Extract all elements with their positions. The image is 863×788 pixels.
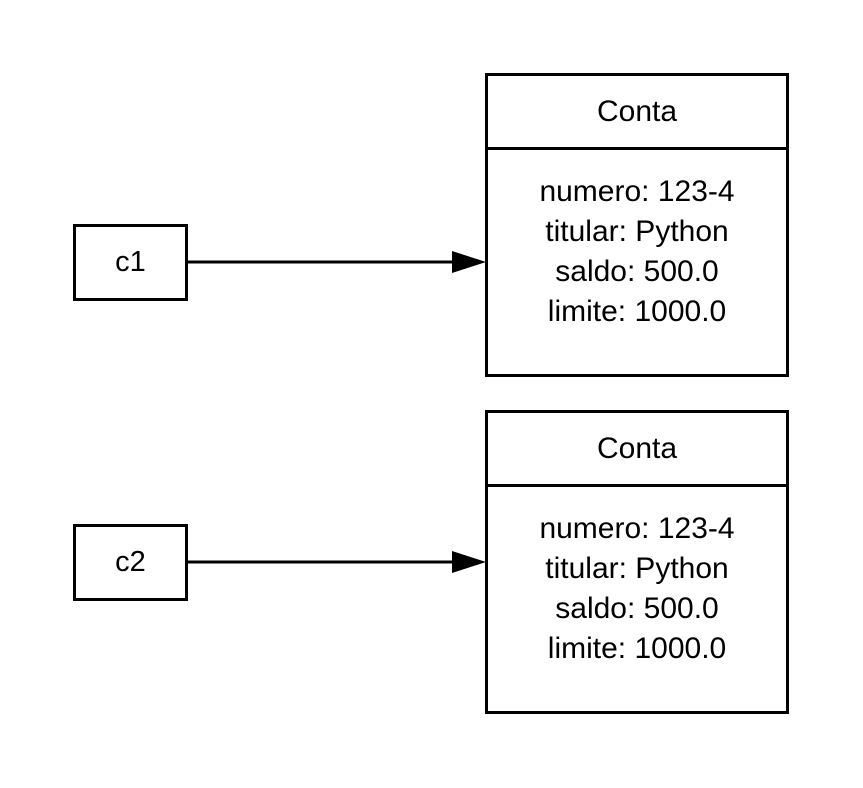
attribute-limite: limite: 1000.0 — [547, 295, 727, 328]
attribute-titular: titular: Python — [545, 215, 729, 248]
attribute-saldo: saldo: 500.0 — [555, 255, 719, 288]
class-name-header: Conta — [488, 76, 786, 150]
object-box-2: Conta numero: 123-4 titular: Python sald… — [485, 410, 789, 714]
attribute-numero: numero: 123-4 — [539, 175, 735, 208]
variable-label: c2 — [115, 546, 146, 578]
attribute-limite: limite: 1000.0 — [547, 632, 727, 665]
attribute-list: numero: 123-4 titular: Python saldo: 500… — [488, 150, 786, 374]
attribute-list: numero: 123-4 titular: Python saldo: 500… — [488, 487, 786, 711]
class-name-header: Conta — [488, 413, 786, 487]
object-box-1: Conta numero: 123-4 titular: Python sald… — [485, 73, 789, 377]
class-name: Conta — [596, 431, 678, 465]
variable-box-c2: c2 — [73, 524, 188, 601]
attribute-saldo: saldo: 500.0 — [555, 592, 719, 625]
attribute-numero: numero: 123-4 — [539, 512, 735, 545]
variable-label: c1 — [115, 246, 146, 278]
attribute-titular: titular: Python — [545, 552, 729, 585]
arrow-c1 — [187, 251, 486, 273]
variable-box-c1: c1 — [73, 224, 188, 301]
arrow-c2 — [187, 551, 486, 573]
class-name: Conta — [596, 94, 678, 128]
